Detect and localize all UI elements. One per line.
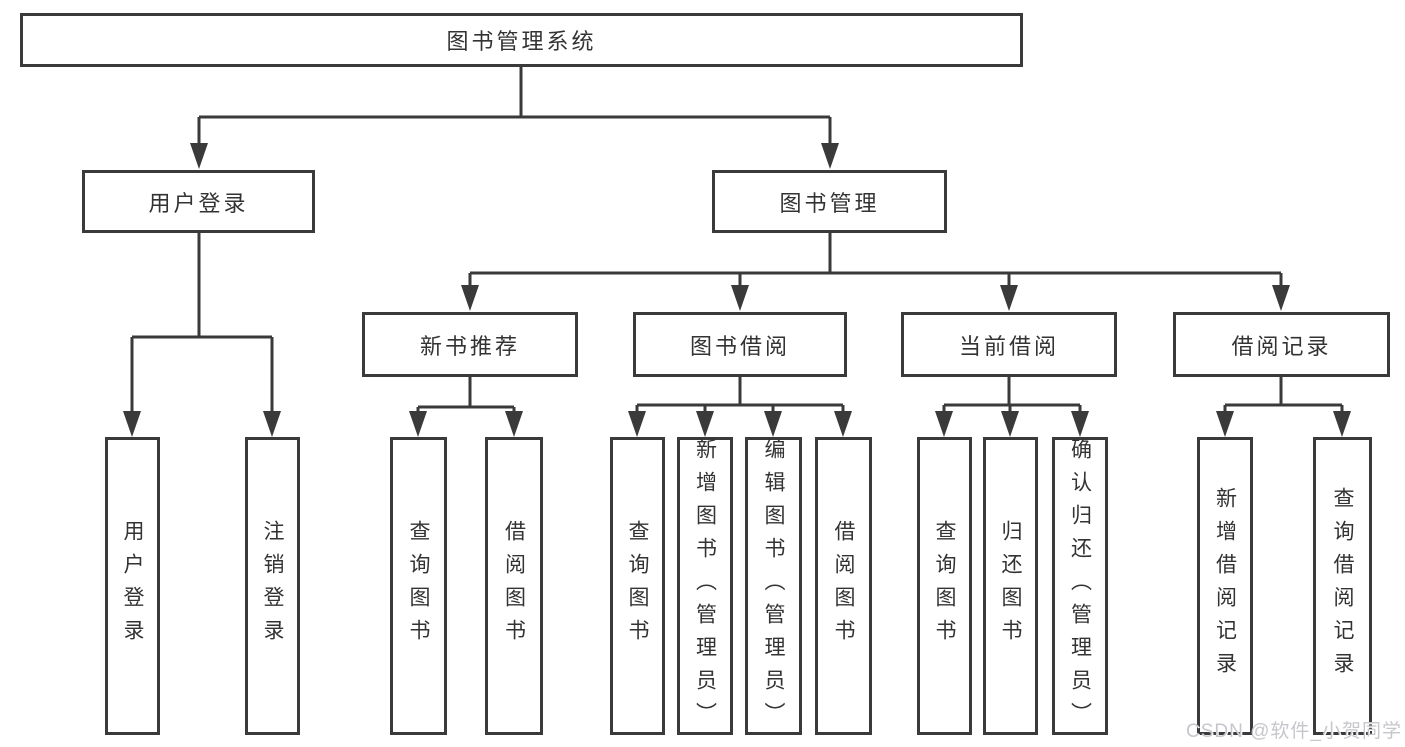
- leaf-query-books-current: 查询图书: [917, 437, 972, 735]
- leaf-query-books-borrowing: 查询图书: [610, 437, 665, 735]
- node-library-system: 图书管理系统: [20, 13, 1023, 67]
- leaf-query-books-recommend: 查询图书: [390, 437, 447, 735]
- watermark: CSDN @软件_小贺同学: [1186, 721, 1402, 742]
- tree-edges: [130, 67, 1344, 414]
- leaf-logout: 注销登录: [245, 437, 300, 735]
- leaf-add-books-admin: 新增图书（管理员）: [677, 437, 733, 735]
- leaf-edit-books-admin: 编辑图书（管理员）: [745, 437, 802, 735]
- leaf-user-login: 用户登录: [105, 437, 160, 735]
- arrow-heads: [123, 143, 1351, 437]
- leaf-confirm-return-admin: 确认归还（管理员）: [1052, 437, 1108, 735]
- node-user-login: 用户登录: [82, 170, 315, 233]
- node-book-borrowing: 图书借阅: [633, 312, 847, 377]
- leaf-borrow-books: 借阅图书: [815, 437, 872, 735]
- node-borrowing-records: 借阅记录: [1173, 312, 1390, 377]
- node-new-book-recommend: 新书推荐: [362, 312, 578, 377]
- node-book-management: 图书管理: [712, 170, 947, 233]
- leaf-add-borrow-record: 新增借阅记录: [1197, 437, 1253, 735]
- leaf-query-borrow-record: 查询借阅记录: [1313, 437, 1372, 735]
- leaf-borrow-books-recommend: 借阅图书: [485, 437, 543, 735]
- node-current-borrowing: 当前借阅: [901, 312, 1117, 377]
- leaf-return-books: 归还图书: [983, 437, 1038, 735]
